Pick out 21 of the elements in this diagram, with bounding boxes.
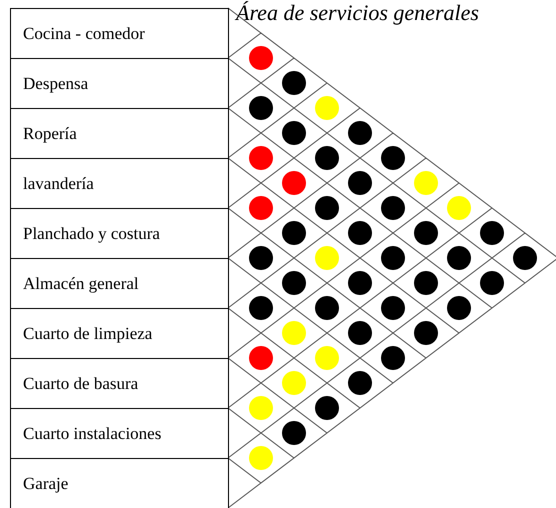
title: Área de servicios generales xyxy=(236,0,479,26)
room-name: Cocina - comedor xyxy=(23,24,145,44)
room-name: Cuarto de basura xyxy=(23,374,138,394)
table-row xyxy=(10,408,229,460)
table-row xyxy=(10,208,229,260)
table-row xyxy=(10,108,229,160)
table-row xyxy=(10,358,229,410)
table-row xyxy=(10,308,229,360)
table-row xyxy=(10,458,229,508)
room-name: Despensa xyxy=(23,74,88,94)
room-name: Cuarto de limpieza xyxy=(23,324,152,344)
room-name: Ropería xyxy=(23,124,77,144)
room-name: lavandería xyxy=(23,174,94,194)
room-name: Planchado y costura xyxy=(23,224,160,244)
table-row xyxy=(10,158,229,210)
room-name: Almacén general xyxy=(23,274,139,294)
table-row xyxy=(10,8,229,60)
table-row xyxy=(10,258,229,310)
room-name: Garaje xyxy=(23,474,68,494)
table-row xyxy=(10,58,229,110)
room-name: Cuarto instalaciones xyxy=(23,424,162,444)
